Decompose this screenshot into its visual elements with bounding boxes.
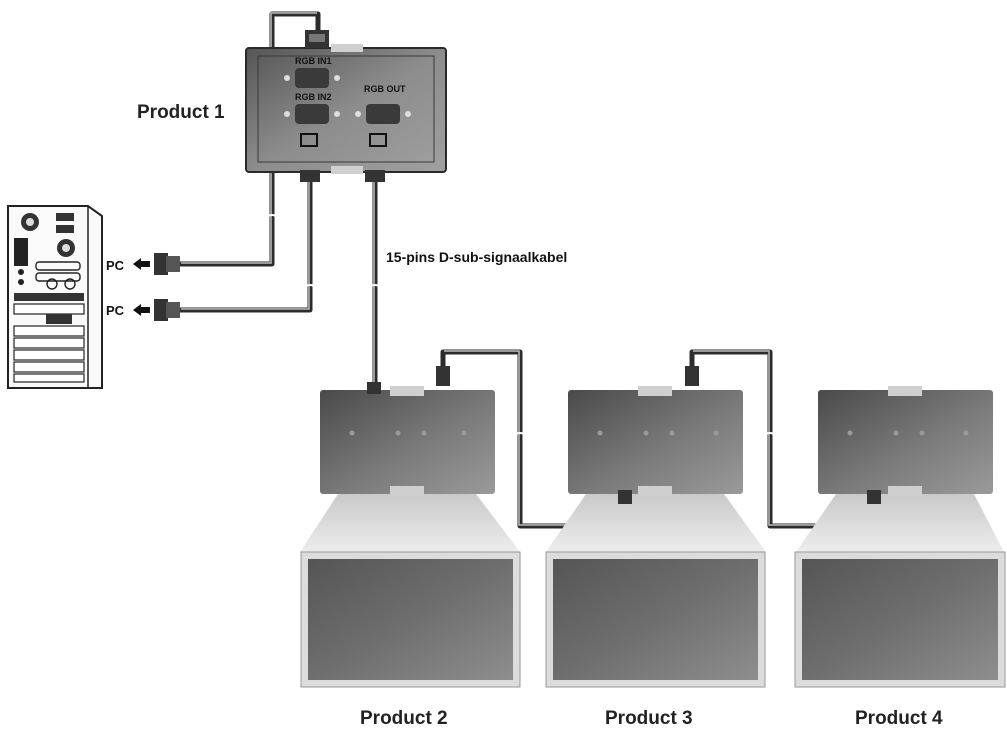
product1-label: Product 1 [137,102,225,123]
cable-label: 15-pins D-sub-signaalkabel [386,249,567,265]
product2-projector [300,366,521,688]
pc-label-top: PC [106,258,125,273]
pc-label-bottom: PC [106,303,125,318]
product4-label: Product 4 [855,708,943,729]
rgb-out-label: RGB OUT [364,84,406,94]
dsub-connector-pc-top [154,253,180,275]
arrow-left-icon [133,304,150,316]
product4-projector [794,386,1006,688]
product1-box [245,30,447,182]
product3-projector [545,366,766,688]
dsub-connector-pc-bottom [154,299,180,321]
rgb-in1-label: RGB IN1 [295,56,332,66]
rgb-in2-label: RGB IN2 [295,92,332,102]
pc-tower [7,205,103,389]
product3-label: Product 3 [605,708,693,729]
product2-label: Product 2 [360,708,448,729]
arrow-left-icon [133,258,150,270]
